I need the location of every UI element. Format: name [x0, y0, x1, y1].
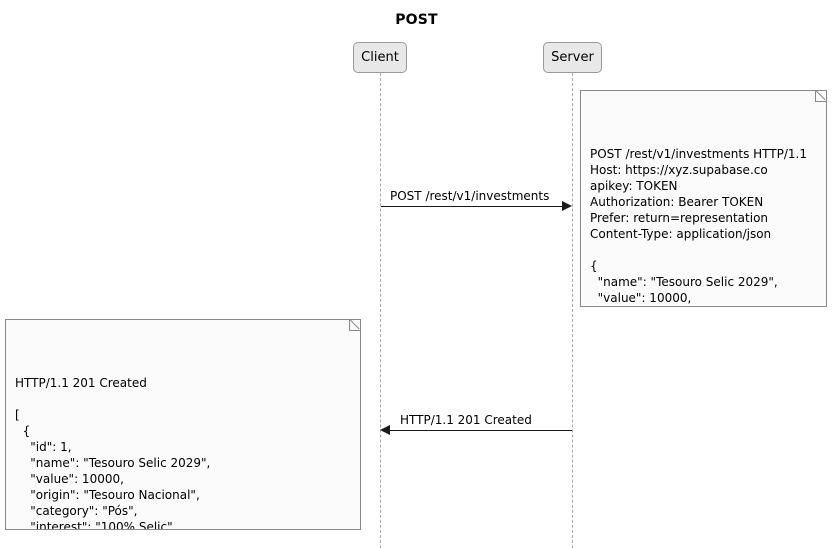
note-response-body: HTTP/1.1 201 Created [ { "id": 1, "name"…: [5, 319, 361, 530]
note-response-text: HTTP/1.1 201 Created [ { "id": 1, "name"…: [15, 376, 211, 530]
diagram-title: POST: [395, 12, 438, 28]
participant-client[interactable]: Client: [353, 42, 407, 73]
message-label-response: HTTP/1.1 201 Created: [400, 413, 532, 427]
message-line-response: [389, 430, 572, 431]
participant-server[interactable]: Server: [543, 42, 602, 73]
message-line-request: [381, 206, 563, 207]
note-request-details: POST /rest/v1/investments HTTP/1.1 Host:…: [580, 90, 827, 307]
arrow-head-left-icon: [380, 425, 390, 435]
note-request-text: POST /rest/v1/investments HTTP/1.1 Host:…: [590, 147, 807, 305]
note-fold-corner-icon: [815, 91, 826, 102]
note-fold-corner-icon: [349, 320, 360, 331]
message-label-request: POST /rest/v1/investments: [390, 189, 550, 203]
lifeline-client: [380, 73, 381, 548]
lifeline-server: [572, 73, 573, 548]
arrow-head-right-icon: [562, 201, 572, 211]
